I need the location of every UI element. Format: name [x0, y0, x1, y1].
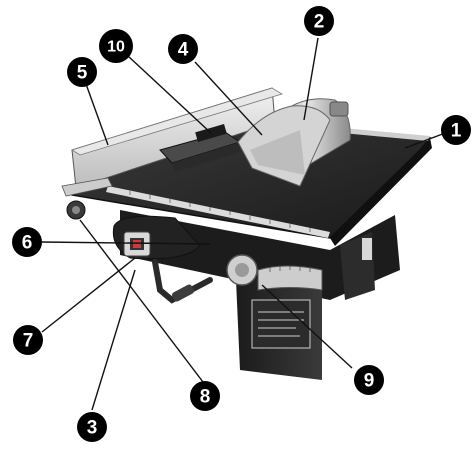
leader-9: [261, 284, 353, 369]
callouts: 1 2 3 4 5 6 7 8: [12, 6, 471, 442]
table-underside: [120, 210, 400, 300]
callout-label-9: 9: [364, 371, 375, 392]
side-leg-clip: [362, 238, 372, 260]
callout-9: 9: [354, 365, 384, 395]
leader-4: [194, 61, 263, 136]
callout-1: 1: [441, 115, 471, 145]
leader-5: [85, 83, 109, 146]
leader-6: [41, 241, 211, 245]
rip-fence-top: [71, 87, 283, 156]
leader-10: [127, 55, 213, 135]
front-scale: [106, 186, 330, 238]
scale-ticks: [129, 191, 311, 232]
guard-knob: [329, 101, 349, 117]
bevel-lock-knob-left: [66, 200, 86, 220]
callout-label-8: 8: [200, 387, 211, 408]
leader-7: [41, 257, 136, 333]
callout-label-3: 3: [87, 418, 98, 439]
bevel-adjuster: [226, 254, 323, 291]
callout-6: 6: [12, 227, 42, 257]
table-edge: [330, 138, 432, 246]
leader-2: [303, 37, 319, 121]
callout-label-7: 7: [23, 331, 34, 352]
leader-lines: [41, 37, 449, 411]
leader-1: [404, 131, 449, 149]
callout-label-4: 4: [178, 40, 189, 61]
blade-assembly: [237, 98, 351, 187]
crank-handle: [152, 259, 213, 304]
callout-3: 3: [77, 412, 107, 442]
callout-4: 4: [168, 34, 198, 64]
callout-5: 5: [67, 57, 97, 87]
callout-label-10: 10: [107, 39, 125, 56]
motor-housing: [112, 215, 201, 260]
leader-8: [79, 219, 204, 383]
callout-label-6: 6: [22, 233, 33, 254]
spec-plate: [251, 299, 311, 349]
callout-8: 8: [190, 381, 220, 411]
callout-label-5: 5: [77, 63, 88, 84]
callout-10: 10: [99, 29, 133, 63]
callout-7: 7: [13, 325, 43, 355]
callout-label-2: 2: [314, 12, 325, 33]
leader-3: [91, 269, 136, 411]
saw-body: [61, 87, 432, 380]
fence-rail: [61, 177, 113, 197]
callout-2: 2: [304, 6, 334, 36]
callout-label-1: 1: [451, 121, 462, 142]
